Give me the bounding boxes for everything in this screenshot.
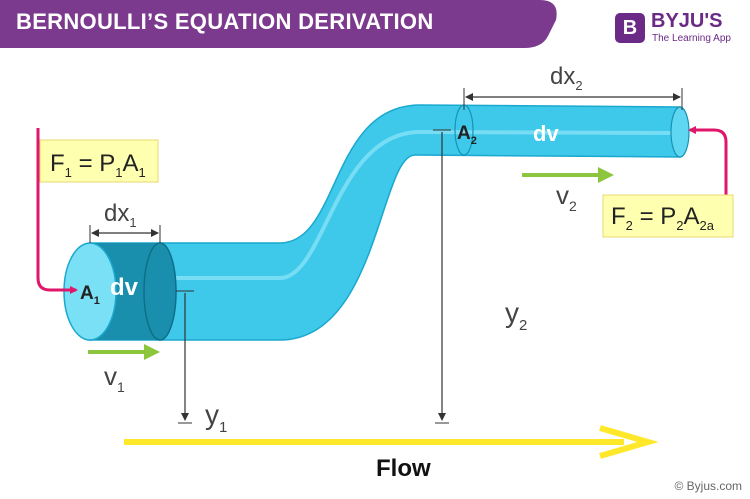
label-dx2: dx2 [550,63,583,93]
force-arrow-f2 [688,126,728,230]
pipe-body [89,104,681,341]
label-box-f1 [39,139,159,183]
label-v2: v2 [556,180,577,214]
label-y1: y1 [205,399,227,436]
force-arrow-f1 [36,128,78,294]
pipe-right-end [670,106,690,158]
label-dv-right: dv [533,121,559,146]
flow-arrowhead [599,425,659,459]
title-banner [0,0,557,48]
label-a2: A2 [457,123,477,147]
logo-tagline: The Learning App [652,33,731,44]
label-y2: y2 [505,297,527,334]
page-title: BERNOULLI’S EQUATION DERIVATION [16,9,434,34]
logo-letter: B [622,17,638,39]
label-flow: Flow [376,455,431,482]
label-v1: v1 [104,361,125,395]
pipe-highlight [168,129,672,280]
label-dv-left: dv [110,274,139,301]
label-f1: F1 = P1A1 [50,150,146,180]
label-box-f2 [602,194,734,238]
label-dx1: dx1 [104,200,137,230]
velocity-arrowhead-v2 [598,167,614,183]
label-f2: F2 = P2A2a [611,203,715,233]
logo-name: BYJU'S [651,10,723,32]
byjus-logo: B BYJU'S The Learning App [615,8,745,48]
copyright-notice: © Byjus.com [674,479,742,493]
label-a1: A1 [80,283,100,307]
velocity-arrowhead-v1 [144,344,160,360]
logo-badge: B [615,13,645,43]
